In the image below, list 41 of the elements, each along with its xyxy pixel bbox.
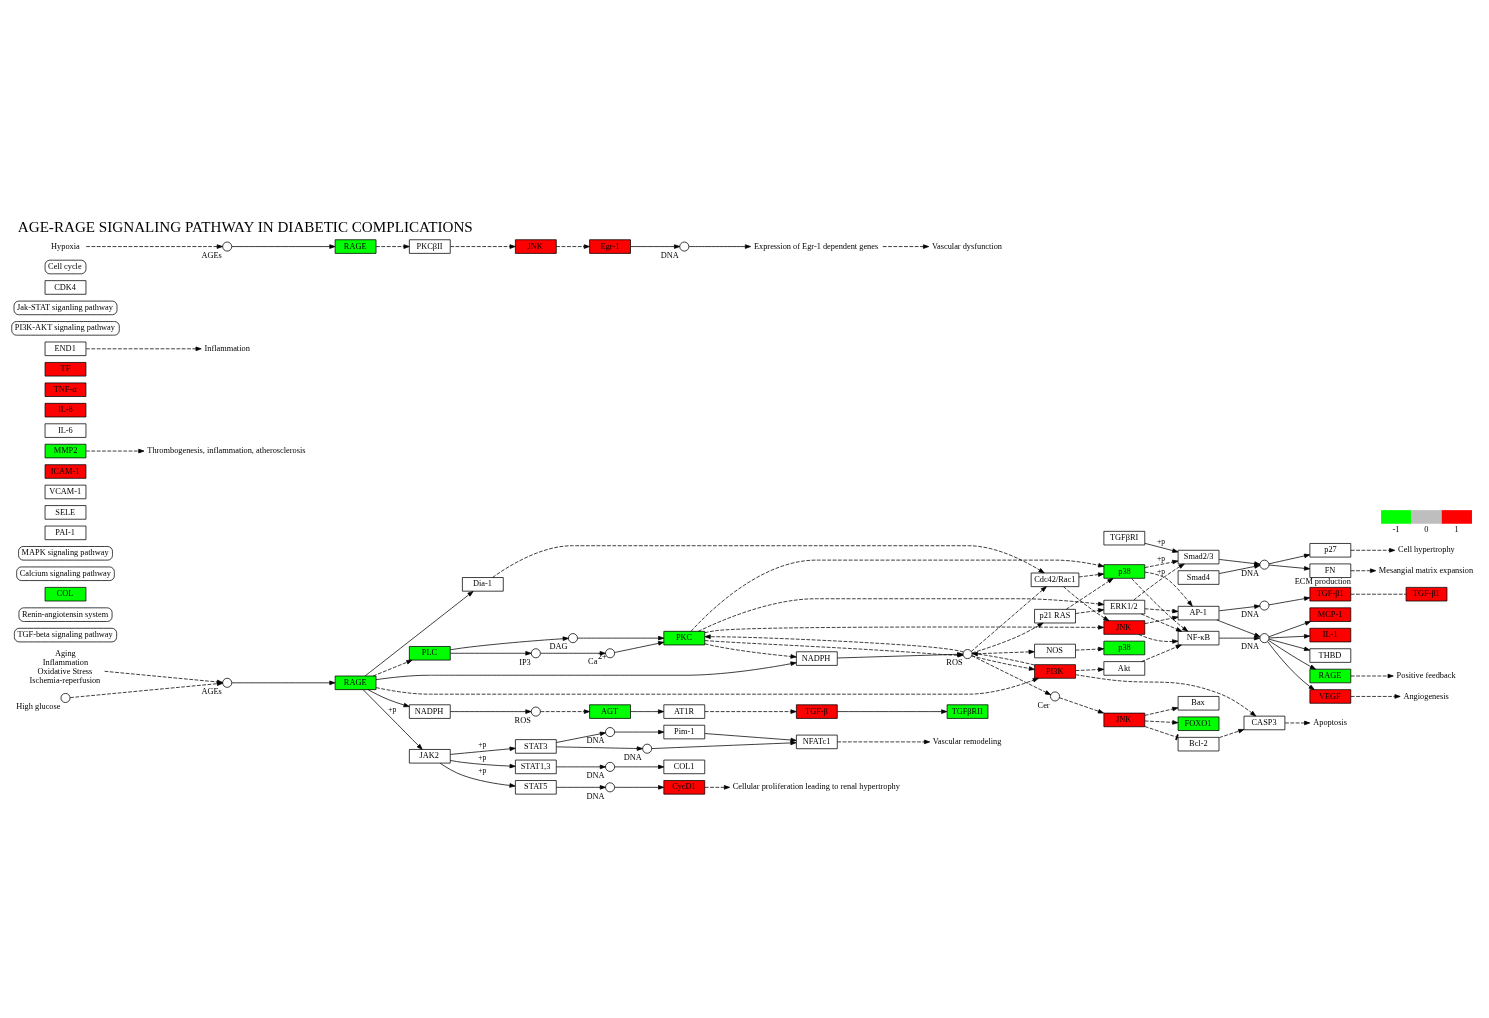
edge-label: +p: [388, 705, 397, 715]
diagram-title: AGE-RAGE SIGNALING PATHWAY IN DIABETIC COMPLICATIONS: [17, 219, 473, 236]
node-label: ECM production: [1294, 577, 1351, 587]
edge-label: +p: [478, 753, 487, 763]
legend-label: -1: [1392, 524, 1400, 534]
node-label: ROS: [514, 715, 531, 725]
node-label: AGEs: [201, 687, 222, 697]
node-text: Aging Inflammation Oxidative Stress Ischemia-reperfusion: [29, 649, 101, 686]
node-text: Mesangial matrix expansion: [1378, 565, 1474, 575]
node-text: Positive feedback: [1396, 671, 1456, 681]
node-text: Hypoxia: [51, 241, 80, 251]
node-label: DNA: [586, 771, 605, 781]
node-label: DNA: [586, 791, 605, 801]
node-label: High glucose: [16, 702, 61, 712]
node-text: Apoptosis: [1313, 718, 1348, 728]
legend-label: 1: [1454, 524, 1459, 534]
edge-label: +p: [1156, 537, 1165, 547]
node-label: Cer: [1037, 700, 1050, 710]
node-label: DNA: [1240, 609, 1260, 619]
node-label: DNA: [586, 736, 605, 746]
node-text: Vascular remodeling: [932, 737, 1002, 747]
node-text: Angiogenesis: [1403, 691, 1449, 701]
legend-label: 0: [1424, 524, 1429, 534]
node-label: DAG: [549, 642, 568, 652]
edge-label: +p: [1156, 553, 1165, 563]
edge-label: +p: [478, 740, 487, 750]
node-label: DNA: [1240, 568, 1260, 578]
edge-label: +p: [1156, 566, 1165, 576]
node-label: IP3: [519, 657, 531, 667]
node-label: DNA: [623, 752, 642, 762]
node-label: ROS: [946, 658, 963, 668]
node-label: DNA: [660, 250, 679, 260]
node-label: DNA: [1240, 642, 1260, 652]
edge-label: +p: [478, 765, 487, 775]
node-text: Thrombogenesis, inflammation, atherosclerosis: [147, 446, 306, 456]
node-label: AGEs: [201, 250, 222, 260]
node-text: Cellular proliferation leading to renal hypertrophy: [732, 782, 900, 792]
node-text: Cell hypertrophy: [1398, 545, 1455, 555]
node-text: Inflammation: [204, 343, 250, 353]
node-text: Vascular dysfunction: [931, 241, 1003, 251]
node-text: Expression of Egr-1 dependent genes: [753, 241, 879, 251]
